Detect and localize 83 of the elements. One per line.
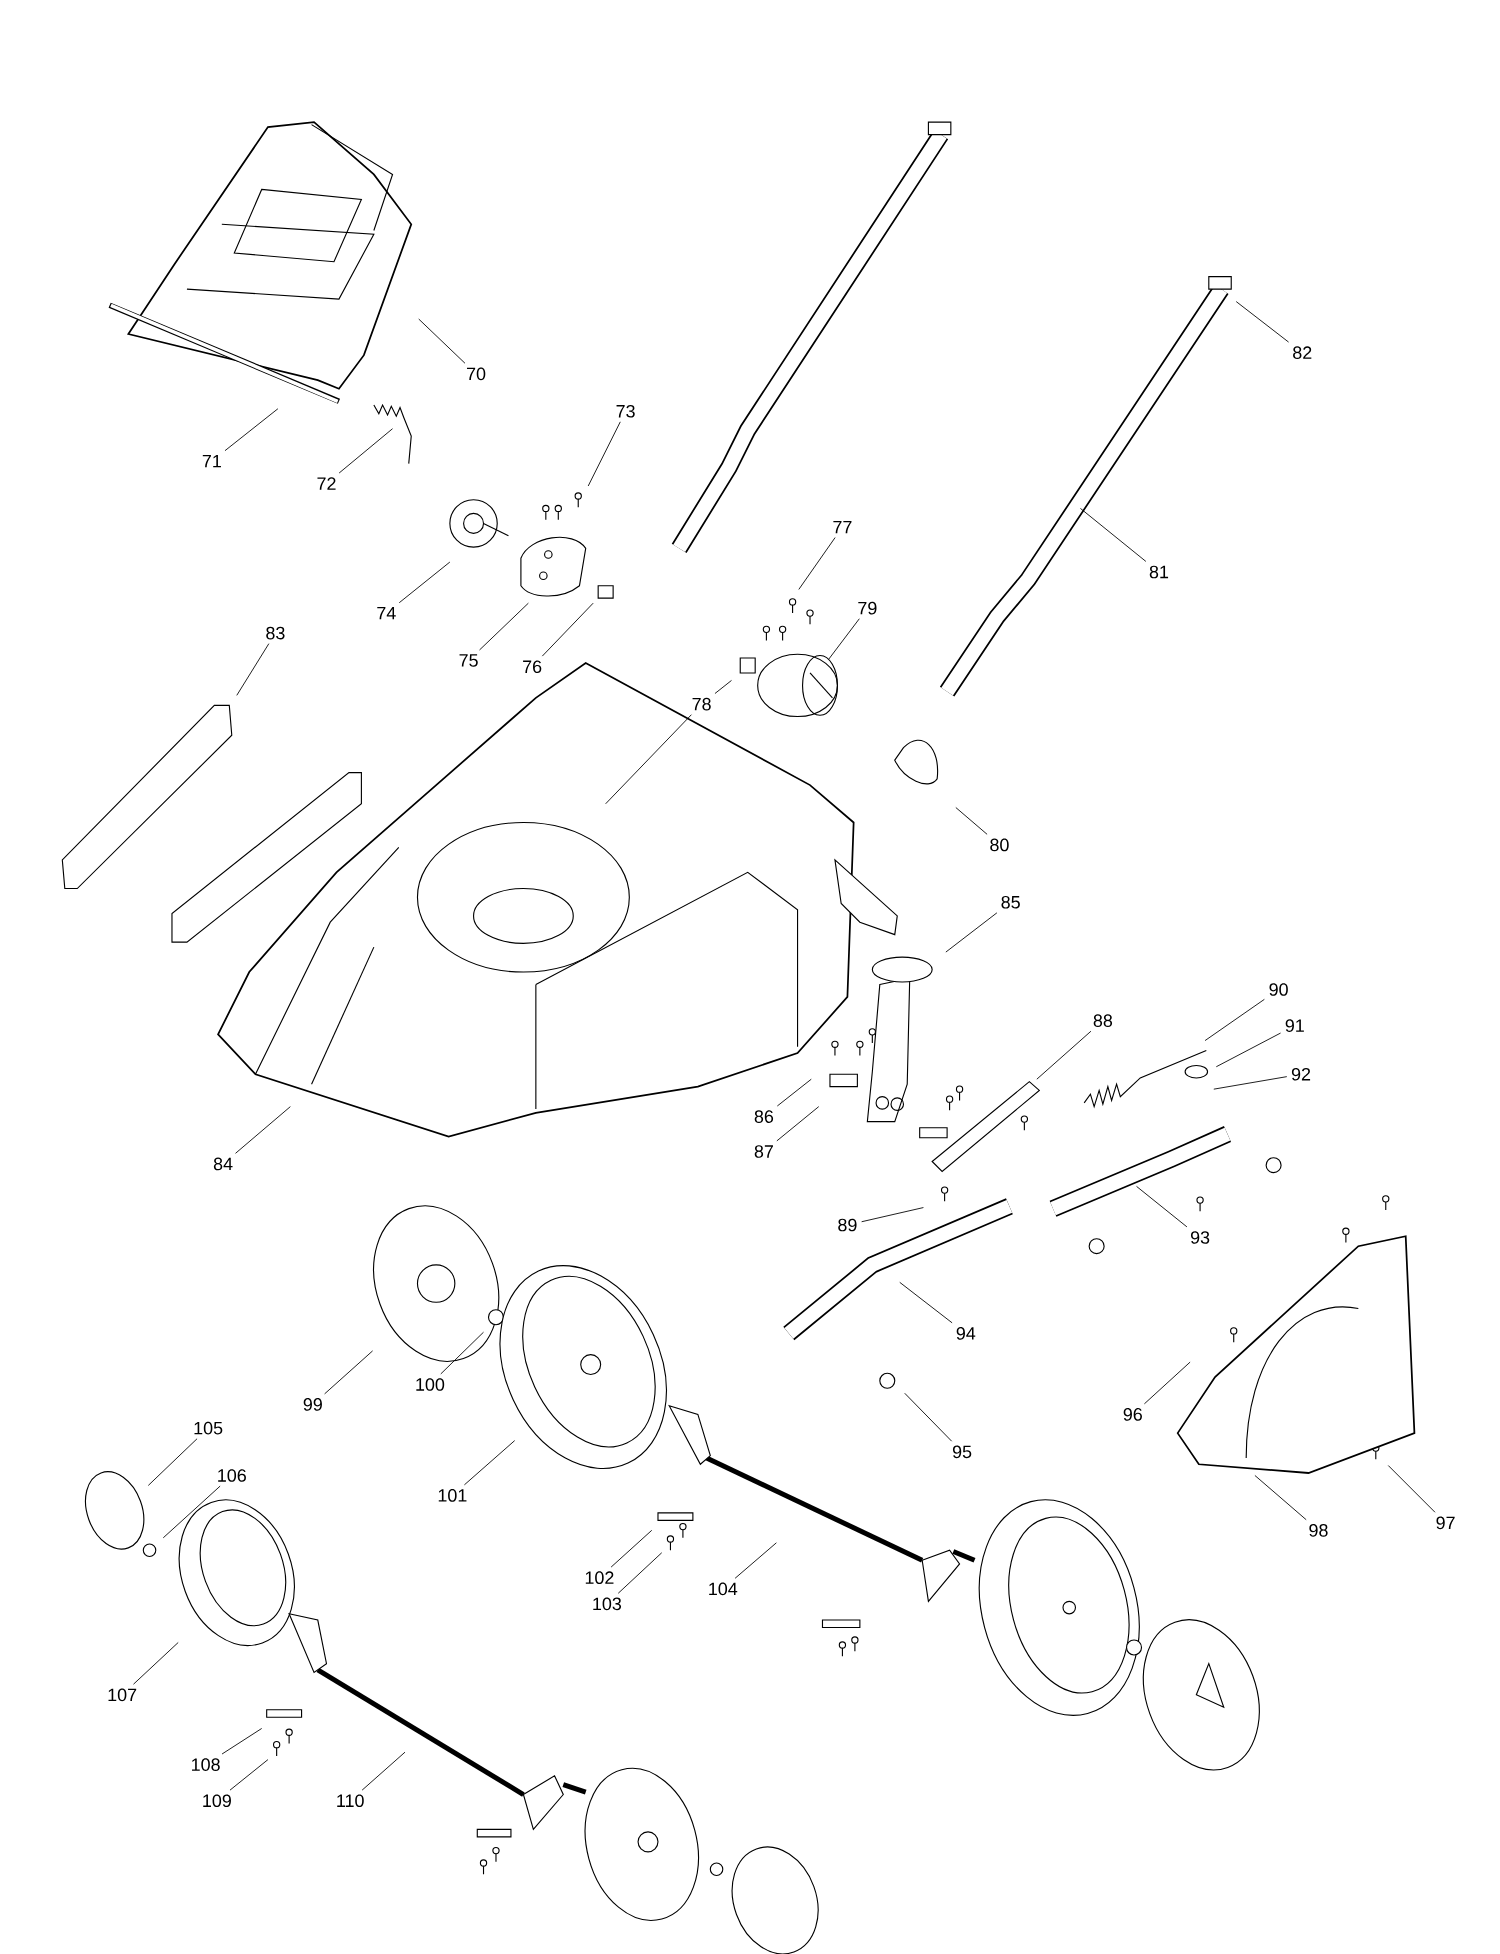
leader-line [236, 643, 270, 696]
callout-number: 95 [952, 1445, 972, 1459]
leader-line [324, 1350, 373, 1395]
callout-number: 100 [416, 1378, 444, 1391]
leader-line [610, 1529, 652, 1568]
leader-line [440, 1331, 484, 1375]
leader-line [234, 1106, 291, 1154]
leader-line [1387, 1465, 1436, 1513]
leader-line [904, 1392, 952, 1442]
leader-line [828, 618, 860, 660]
callout-number: 83 [266, 626, 285, 640]
leader-line [714, 680, 732, 694]
leader-line [1215, 1032, 1281, 1068]
leader-line [229, 1759, 269, 1791]
callout-number: 85 [1001, 895, 1020, 909]
callout-number: 90 [1269, 983, 1288, 996]
callout-number: 97 [1436, 1516, 1455, 1530]
leader-line [899, 1281, 953, 1324]
callout-number: 103 [593, 1597, 621, 1611]
callout-number: 104 [709, 1582, 738, 1596]
callout-number: 110 [337, 1794, 364, 1808]
callout-number: 70 [466, 367, 486, 381]
callout-number: 107 [108, 1688, 136, 1702]
leader-line [463, 1440, 515, 1486]
callout-number: 109 [203, 1794, 231, 1808]
leader-line [587, 421, 621, 487]
callout-number: 108 [191, 1758, 220, 1771]
callout-number: 98 [1309, 1524, 1328, 1537]
callout-number: 73 [616, 404, 635, 418]
callout-number: 80 [990, 838, 1009, 852]
leader-line [861, 1207, 924, 1223]
callout-number: 92 [1291, 1067, 1310, 1081]
leader-line [1143, 1361, 1191, 1405]
leader-line [224, 408, 279, 452]
callout-number: 84 [213, 1157, 233, 1171]
leader-line [605, 714, 692, 805]
callout-number: 72 [317, 477, 336, 490]
leader-line [418, 318, 466, 364]
callout-number: 76 [522, 660, 542, 674]
leader-line [478, 602, 529, 651]
leader-line [162, 1485, 221, 1539]
callout-number: 79 [858, 601, 877, 615]
leader-line [1235, 301, 1289, 343]
callout-number: 106 [218, 1469, 246, 1482]
callout-number: 105 [194, 1421, 223, 1435]
leader-line [1204, 998, 1265, 1041]
callout-number: 96 [1123, 1408, 1142, 1421]
leader-line [776, 1078, 812, 1107]
leader-line [945, 912, 998, 953]
callout-number: 94 [956, 1327, 976, 1340]
callout-number: 71 [202, 454, 221, 468]
callout-number: 86 [754, 1110, 773, 1123]
callout-number: 82 [1292, 346, 1312, 359]
callout-number: 88 [1093, 1014, 1112, 1027]
leader-line [338, 428, 393, 474]
callout-number: 89 [838, 1218, 857, 1232]
leader-line [1036, 1030, 1092, 1080]
leader-line [955, 807, 988, 835]
leader-line [617, 1552, 662, 1594]
leader-line [1079, 508, 1147, 562]
leader-line [398, 561, 451, 604]
callout-number: 87 [754, 1145, 773, 1158]
leader-line [1254, 1475, 1307, 1521]
callout-number: 99 [303, 1398, 322, 1411]
leader-line [776, 1106, 819, 1142]
leader-line [541, 602, 594, 657]
callout-number: 75 [459, 654, 478, 667]
callout-number: 77 [833, 520, 852, 534]
leader-line [147, 1438, 198, 1486]
leader-line [132, 1642, 179, 1685]
callout-number: 102 [585, 1571, 614, 1584]
callout-number: 74 [377, 606, 396, 620]
leader-line [221, 1728, 262, 1755]
leader-line [798, 537, 836, 590]
callout-number: 91 [1285, 1019, 1304, 1032]
leader-line [1135, 1185, 1188, 1228]
callout-number: 81 [1149, 565, 1168, 579]
callout-number: 101 [438, 1489, 467, 1502]
callout-number: 93 [1190, 1231, 1210, 1244]
callout-number: 78 [692, 697, 711, 711]
leader-line [361, 1751, 406, 1791]
leader-line [734, 1542, 777, 1579]
leader-line [1213, 1076, 1288, 1090]
